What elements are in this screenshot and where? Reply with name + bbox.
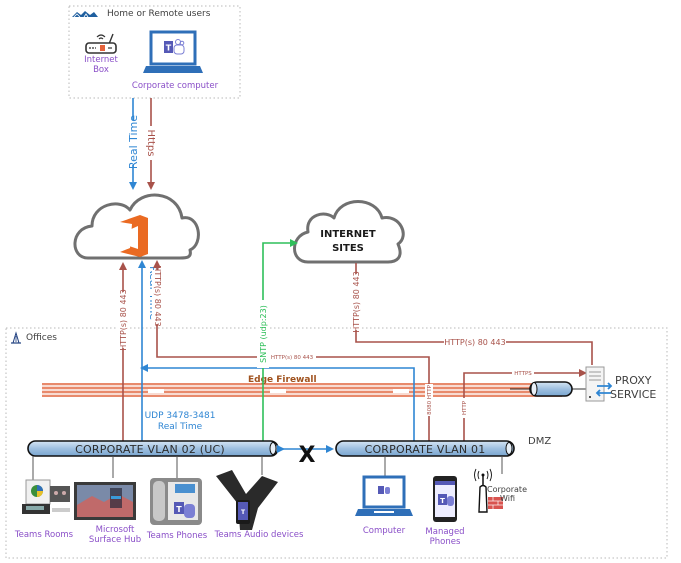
vlan-isolation: X: [277, 443, 334, 468]
proxy-link-pipe: [510, 381, 586, 397]
sntp-connection: SNTP (udp:23): [257, 239, 298, 441]
corporate-wifi-label-1: Corporate: [487, 485, 527, 494]
vlan01-https-proxy-connection: HTTPS HTTP: [460, 369, 587, 441]
teams-rooms-label: Teams Rooms: [14, 530, 74, 540]
managed-phones-label-1: Managed: [425, 527, 464, 537]
office-logo-icon: [120, 215, 148, 257]
svg-text:T: T: [440, 497, 445, 505]
corporate-wifi-icon: [474, 468, 503, 513]
dmz-label: DMZ: [528, 436, 551, 447]
isolation-x-mark: X: [299, 443, 316, 468]
computer-icon: [355, 475, 413, 516]
svg-text:T: T: [176, 505, 182, 514]
mid-http-label: HTTP(s) 80 443: [271, 355, 314, 361]
home-zone: Home or Remote users Internet Box T Corp…: [68, 5, 241, 99]
corporate-wifi-label-2: Wifi: [500, 494, 515, 503]
svg-text:T: T: [241, 509, 246, 516]
vlan01-pipe[interactable]: CORPORATE VLAN 01: [335, 440, 515, 457]
udp-label-1: UDP 3478-3481: [145, 411, 216, 421]
udp-label-2: Real Time: [158, 422, 203, 432]
http-8080-marker: 8080 HTTP: [425, 384, 433, 416]
vlan01-http-o365-label: HTTP(s) 80 443: [153, 265, 162, 326]
edge-firewall: Edge Firewall: [42, 375, 562, 397]
teams-phones-label: Teams Phones: [146, 531, 208, 541]
home-https-label: Https: [145, 130, 156, 157]
internet-sites-cloud: INTERNET SITES: [293, 200, 405, 264]
surface-hub-icon: [74, 482, 136, 520]
device-drop-lines: [32, 456, 503, 480]
teams-rooms-icon: [22, 479, 70, 514]
internet-box-icon: [85, 33, 117, 54]
vlan02-http-connection: HTTP(s) 80 443: [117, 262, 129, 441]
proxy-http-label: HTTP(s) 80 443: [444, 338, 505, 347]
managed-phones-label-2: Phones: [430, 537, 461, 547]
computer-label: Computer: [363, 526, 406, 536]
vlan02-http-label: HTTP(s) 80 443: [119, 289, 128, 350]
proxy-internet-connection: HTTP(s) 80 443 HTTP(s) 80 443: [351, 263, 593, 365]
https-small-label: HTTPS: [514, 371, 532, 377]
teams-phone-icon: T: [150, 478, 202, 525]
managed-phone-icon: T: [433, 476, 457, 522]
corporate-computer-label: Corporate computer: [132, 81, 219, 91]
home-zone-title: Home or Remote users: [107, 9, 211, 19]
vlan02-pipe[interactable]: CORPORATE VLAN 02 (UC): [27, 440, 279, 457]
internet-box-label-2: Box: [93, 65, 109, 75]
houses-icon: [72, 11, 98, 18]
corporate-computer-icon: T: [143, 30, 203, 73]
proxy-server-icon: [585, 366, 613, 402]
vlan01-label: CORPORATE VLAN 01: [365, 443, 486, 456]
home-realtime-connection: Real Time: [127, 98, 140, 190]
offices-zone: Offices: [5, 327, 668, 559]
office365-cloud: [73, 193, 200, 260]
sntp-label: SNTP (udp:23): [259, 305, 268, 363]
internet-box-label-1: Internet: [84, 55, 118, 65]
building-icon: [11, 331, 21, 344]
edge-firewall-label: Edge Firewall: [248, 375, 317, 385]
internet-sites-label-1: INTERNET: [320, 229, 376, 240]
internet-sites-label-2: SITES: [332, 243, 364, 254]
home-https-connection: Https: [145, 98, 157, 190]
teams-audio-label: Teams Audio devices: [214, 530, 304, 540]
internet-http-label: HTTP(s) 80 443: [352, 271, 361, 332]
surface-hub-label-2: Surface Hub: [89, 535, 141, 545]
proxy-label-1: PROXY: [615, 374, 652, 387]
home-realtime-label: Real Time: [127, 115, 140, 169]
http-small-label: HTTP: [462, 400, 468, 415]
surface-hub-label-1: Microsoft: [96, 525, 135, 535]
http-8080-label: 8080 HTTP: [427, 384, 433, 415]
svg-text:T: T: [166, 44, 172, 53]
offices-zone-title: Offices: [26, 333, 57, 343]
proxy-label-2: SERVICE: [610, 388, 656, 401]
vlan02-label: CORPORATE VLAN 02 (UC): [75, 443, 225, 456]
teams-audio-icon: T: [216, 470, 278, 530]
